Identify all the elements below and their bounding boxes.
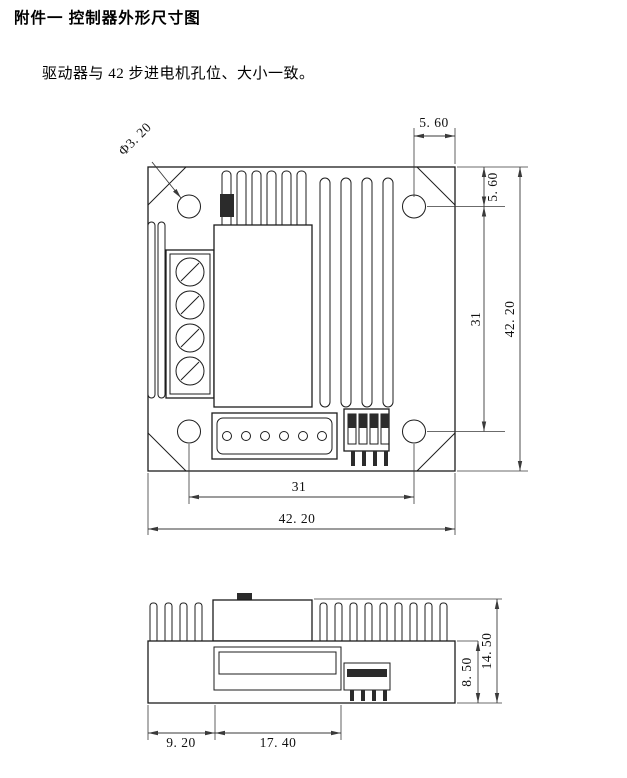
dip-switch (343, 408, 390, 466)
heatsink-fins-left (147, 221, 166, 399)
heatsink-fins-top (221, 170, 307, 237)
heatsink-fins-right (319, 177, 394, 408)
side-connector (213, 646, 342, 691)
side-view-dimensions: 9. 20 17. 40 8. 50 14. 50 (147, 598, 502, 750)
side-fins-right (319, 602, 448, 644)
dim-hole-to-top-edge: 5. 60 (485, 172, 500, 202)
module-body (213, 224, 313, 408)
mounting-hole (177, 194, 201, 219)
screw-terminal (175, 323, 205, 353)
terminal-block (165, 249, 215, 399)
mounting-holes (177, 194, 426, 444)
screw-terminal (175, 290, 205, 320)
screw-terminal (175, 356, 205, 386)
doc-subtitle: 驱动器与 42 步进电机孔位、大小一致。 (42, 66, 315, 82)
corner-chamfers (147, 166, 456, 472)
mounting-hole (177, 419, 201, 444)
dim-hole-diameter: Φ3. 20 (115, 119, 154, 158)
doc-title: 附件一 控制器外形尺寸图 (14, 10, 201, 27)
dim-side-overall-height: 14. 50 (479, 633, 494, 670)
side-fins-left (149, 602, 203, 644)
center-block (212, 599, 313, 642)
dim-body-height: 8. 50 (459, 657, 474, 687)
dim-hole-to-right-edge: 5. 60 (419, 115, 449, 130)
dim-overall-width: 42. 20 (279, 511, 316, 526)
bottom-connector (211, 412, 338, 460)
side-dip-component (343, 662, 391, 701)
dim-hole-spacing-horizontal: 31 (292, 479, 307, 494)
dim-edge-to-connector: 9. 20 (166, 735, 196, 750)
dim-hole-spacing-vertical: 31 (468, 312, 483, 327)
top-nub (237, 593, 252, 601)
dim-overall-height: 42. 20 (502, 301, 517, 338)
dim-connector-width: 17. 40 (260, 735, 297, 750)
side-view (147, 593, 456, 704)
top-view (147, 166, 456, 472)
screw-terminal (175, 257, 205, 287)
mounting-hole (402, 194, 426, 219)
component-capacitor (220, 194, 234, 217)
mounting-hole (402, 419, 426, 444)
